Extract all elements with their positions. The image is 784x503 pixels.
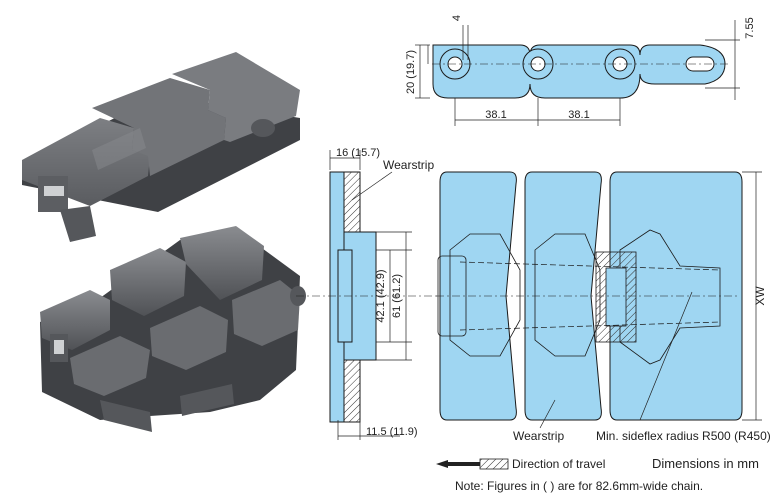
direction-legend [436, 458, 509, 470]
chain-plan-view [436, 171, 762, 429]
pitch-label-1: 38.1 [485, 109, 506, 121]
note-label: Note: Figures in ( ) are for 82.6mm-wide… [455, 479, 703, 493]
direction-label: Direction of travel [512, 457, 605, 471]
left-arrow-icon [436, 460, 480, 468]
hatch-swatch-icon [479, 458, 509, 470]
chain-side-view [415, 20, 740, 126]
chain-photo-top [22, 52, 300, 242]
sideflex-label: Min. sideflex radius R500 (R450) [596, 429, 771, 443]
dim-pin-label: 4 [451, 15, 463, 21]
dim-bottom-label: 11.5 (11.9) [366, 426, 418, 438]
section-view [296, 150, 440, 440]
wearstrip-label-bottom: Wearstrip [513, 429, 564, 443]
dim-top-width-label: 16 (15.7) [336, 147, 380, 159]
wearstrip-label-top: Wearstrip [383, 158, 434, 172]
chain-photo-bottom [40, 226, 306, 432]
xw-label: XW [753, 286, 767, 306]
dim-slot-label: 7.55 [744, 17, 756, 38]
dim-height-label: 20 (19.7) [405, 50, 417, 94]
pitch-label-2: 38.1 [568, 109, 589, 121]
dim-outer-label: 61 (61.2) [391, 274, 403, 318]
dim-inner-label: 42.1 (42.9) [375, 269, 387, 322]
dimensions-label: Dimensions in mm [652, 456, 759, 471]
